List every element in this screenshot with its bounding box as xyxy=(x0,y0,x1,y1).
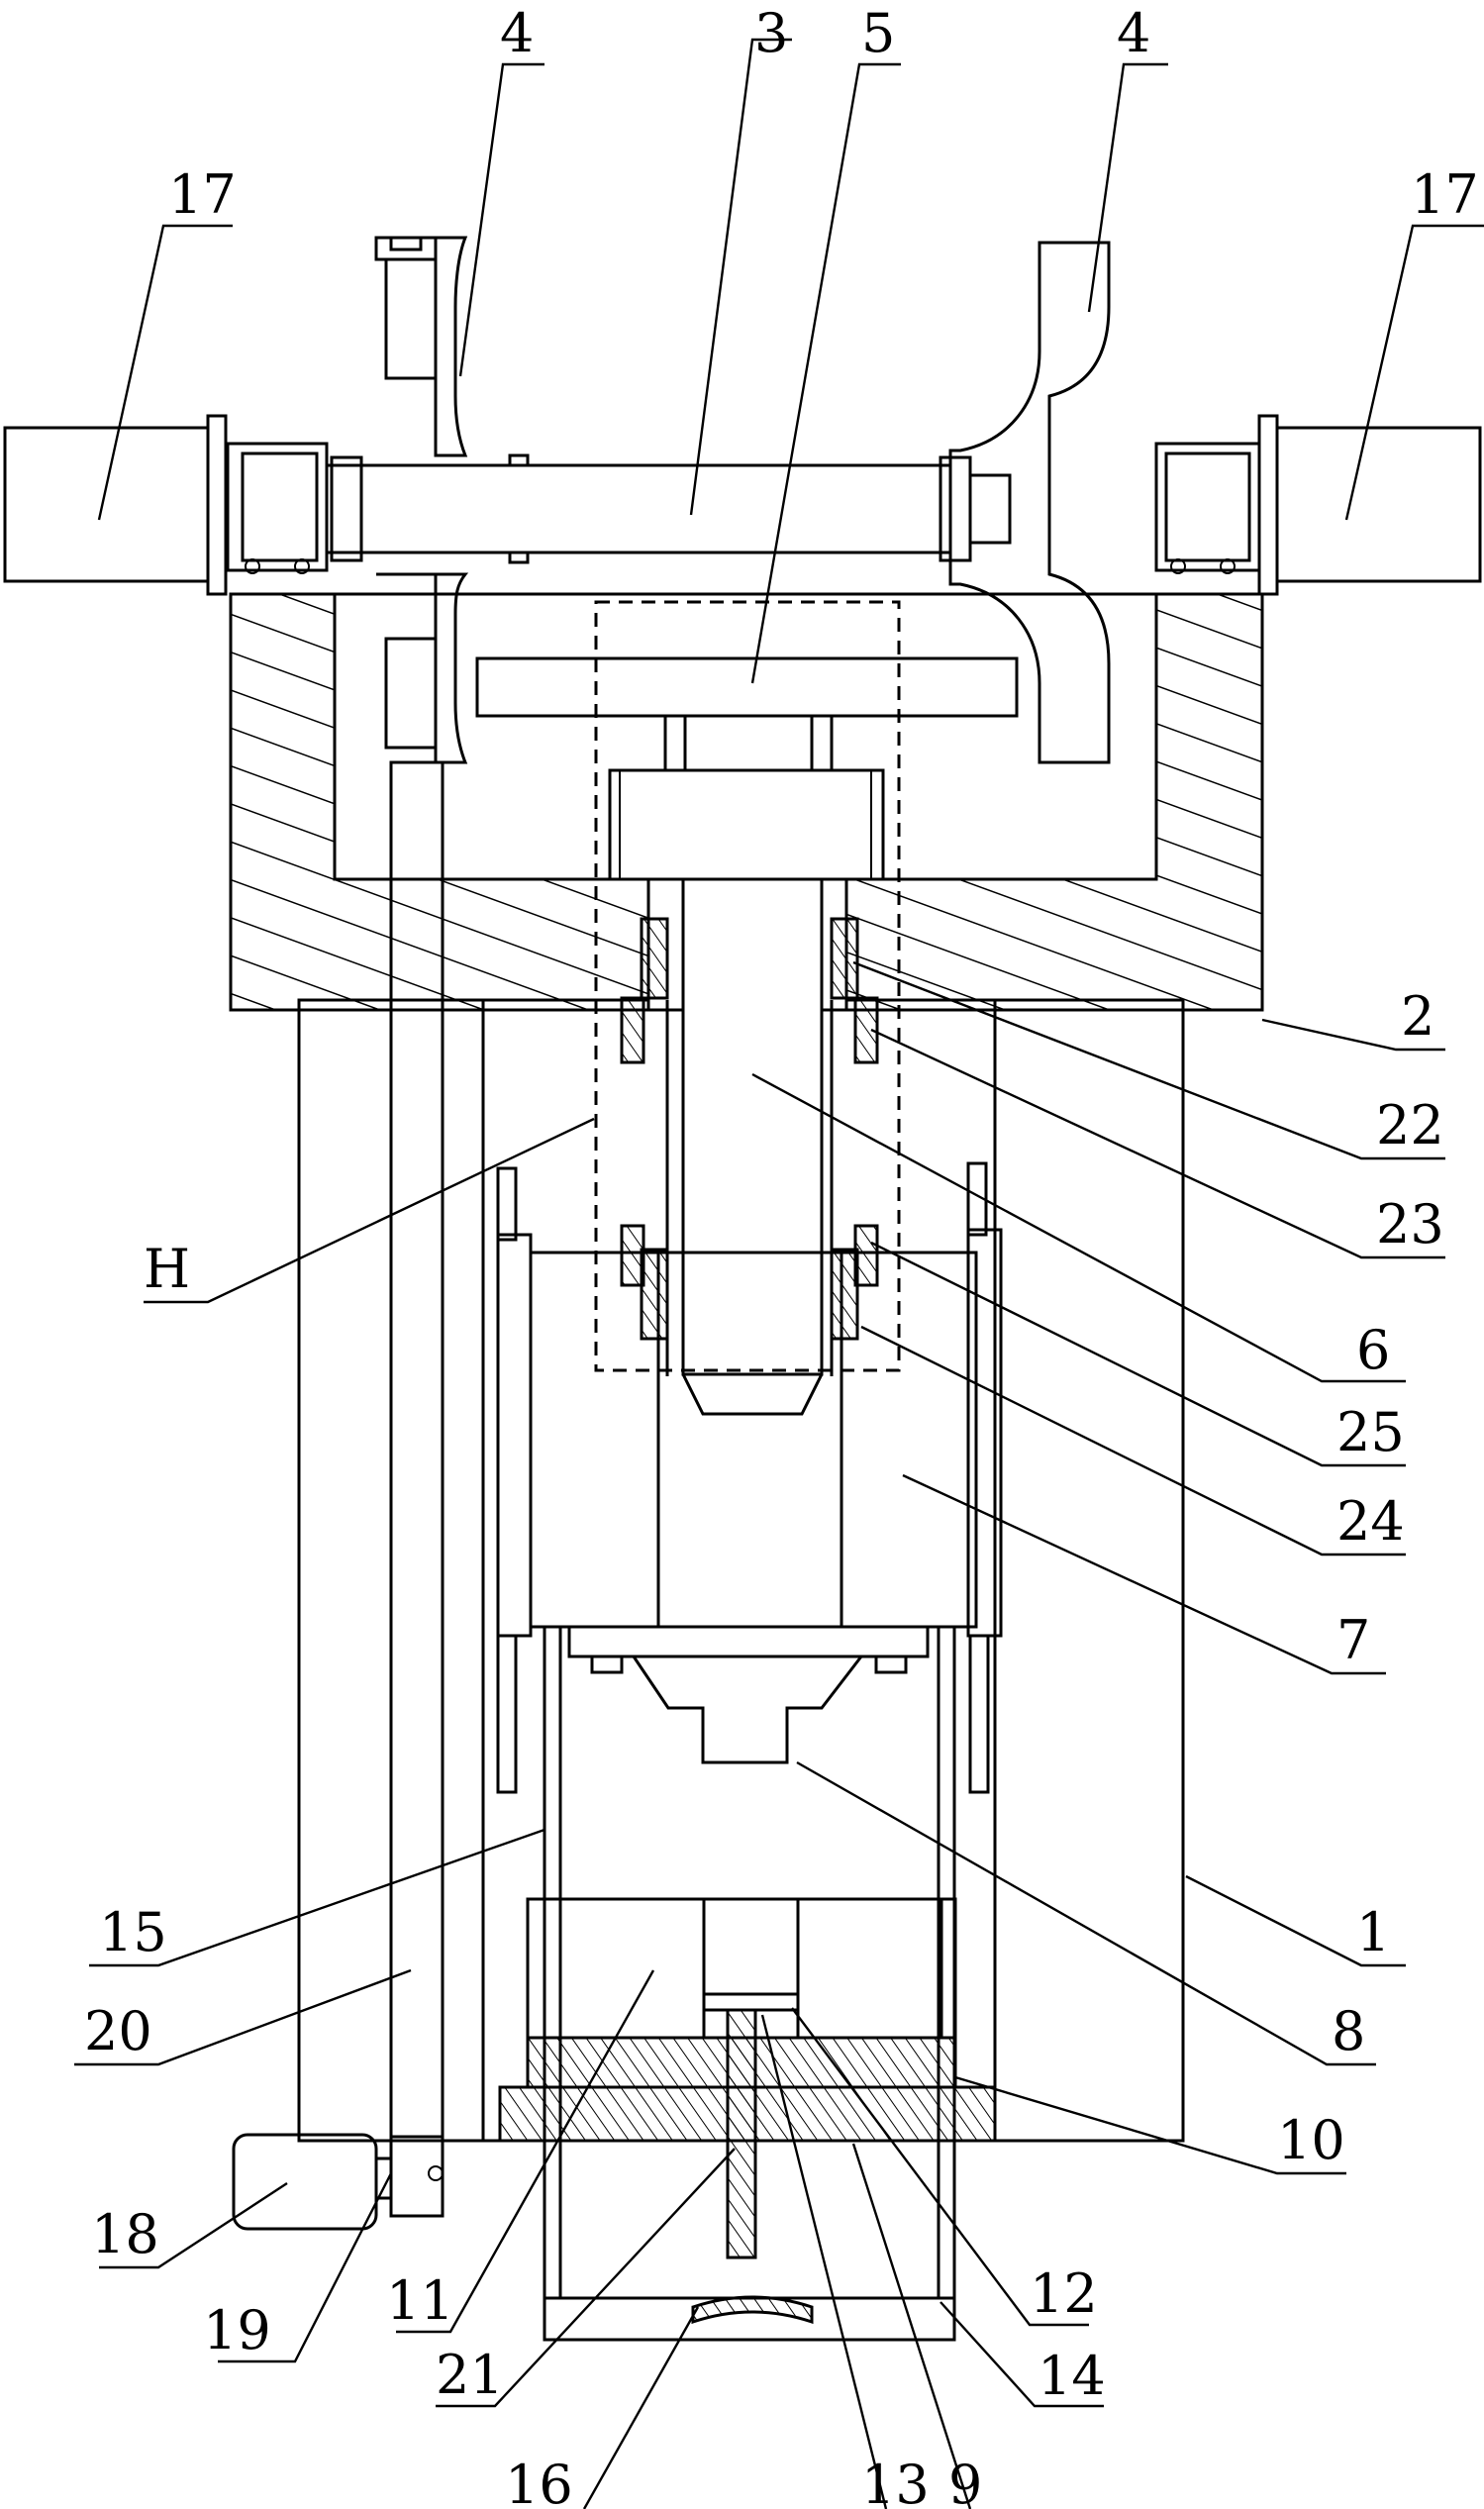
label-4-right: 4 xyxy=(1117,2,1150,64)
label-11: 11 xyxy=(386,2269,454,2332)
label-2: 2 xyxy=(1401,985,1435,1048)
label-16: 16 xyxy=(505,2454,573,2509)
motor-left xyxy=(3,414,329,596)
label-15: 15 xyxy=(99,1901,167,1963)
label-22: 22 xyxy=(1376,1094,1444,1156)
label-9: 9 xyxy=(948,2454,982,2509)
motor-right xyxy=(1154,414,1482,596)
gear-right xyxy=(948,241,1111,764)
label-4-left: 4 xyxy=(500,2,534,64)
ejector xyxy=(543,2008,956,2342)
label-6: 6 xyxy=(1356,1319,1390,1381)
slide-plate xyxy=(475,656,1019,881)
column-rod xyxy=(374,760,445,2218)
crankshaft xyxy=(325,453,1012,564)
label-8: 8 xyxy=(1332,2000,1365,2062)
label-18: 18 xyxy=(91,2203,159,2265)
label-17-right: 17 xyxy=(1411,163,1479,226)
label-24: 24 xyxy=(1336,1490,1405,1553)
label-25: 25 xyxy=(1336,1401,1405,1463)
label-3: 3 xyxy=(754,2,788,64)
label-12: 12 xyxy=(1030,2262,1098,2325)
upper-die xyxy=(567,1625,930,1764)
label-13: 13 xyxy=(861,2454,930,2509)
label-20: 20 xyxy=(84,2000,152,2062)
label-h: H xyxy=(144,1238,190,1300)
label-23: 23 xyxy=(1376,1193,1444,1255)
leader-lines xyxy=(74,38,1484,2509)
plunger-rod xyxy=(620,877,879,1416)
detail-frame-h xyxy=(594,600,901,1372)
part-labels: 17 4 3 5 4 17 2 22 23 6 25 24 7 1 8 10 1… xyxy=(84,2,1479,2509)
label-21: 21 xyxy=(436,2344,504,2406)
cylinder xyxy=(232,2133,378,2231)
label-19: 19 xyxy=(203,2299,271,2361)
label-5: 5 xyxy=(861,2,895,64)
label-1: 1 xyxy=(1356,1901,1390,1963)
label-10: 10 xyxy=(1277,2109,1345,2171)
gear-left xyxy=(374,236,469,764)
label-7: 7 xyxy=(1336,1609,1370,1671)
label-14: 14 xyxy=(1038,2345,1106,2407)
label-17-left: 17 xyxy=(168,163,237,226)
